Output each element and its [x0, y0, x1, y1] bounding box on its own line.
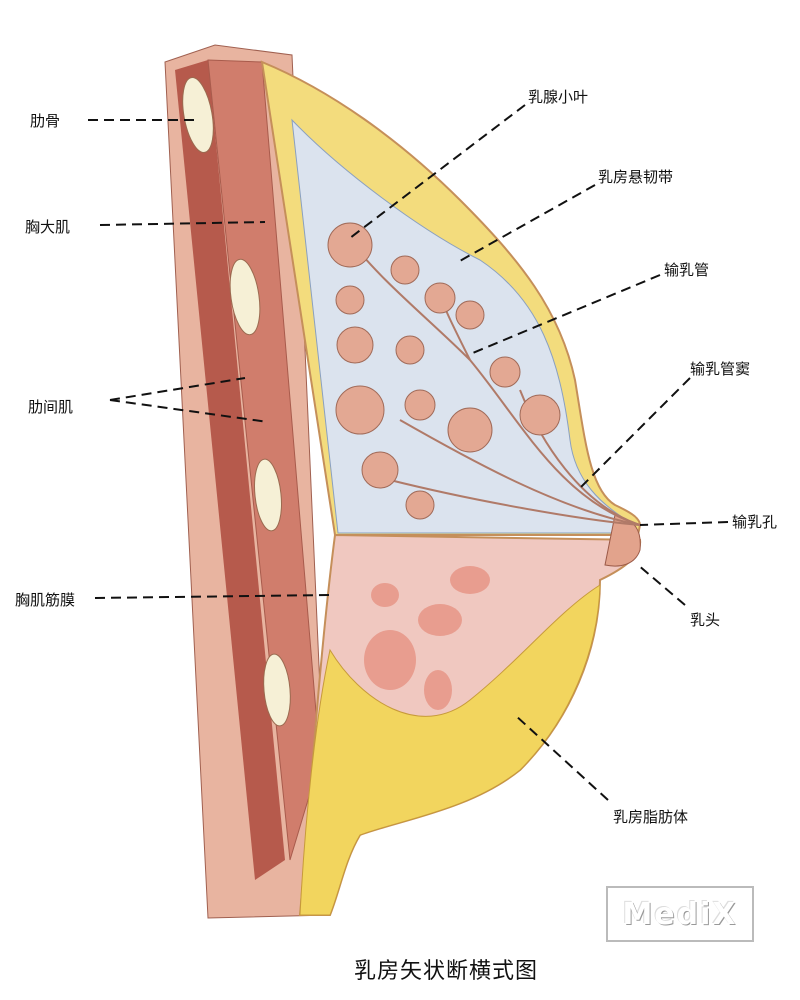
ribs: [182, 76, 291, 727]
lobules: [327, 222, 561, 520]
label-pectoral-fascia: 胸肌筋膜: [15, 591, 76, 609]
label-fat-body: 乳房脂肪体: [613, 808, 689, 826]
breast-fat-body: [299, 584, 601, 916]
lower-gland-patches: [364, 566, 490, 710]
intercostal-muscle: [175, 60, 285, 880]
label-nipple: 乳头: [690, 611, 721, 629]
label-intercostal: 肋间肌: [28, 398, 74, 416]
label-pectoralis-major: 胸大肌: [25, 218, 71, 236]
label-lactiferous-duct: 输乳管: [664, 261, 710, 279]
leader-lines: [88, 104, 729, 801]
label-duct-opening: 输乳孔: [732, 513, 778, 531]
medix-watermark: MediX: [606, 886, 754, 942]
label-lobule: 乳腺小叶: [528, 88, 589, 106]
label-lactiferous-sinus: 输乳管窦: [690, 360, 751, 378]
figure-title: 乳房矢状断横式图: [354, 959, 539, 984]
lactiferous-ducts: [349, 239, 641, 526]
label-rib: 肋骨: [30, 112, 61, 130]
label-suspensory-ligament: 乳房悬韧带: [598, 168, 674, 186]
